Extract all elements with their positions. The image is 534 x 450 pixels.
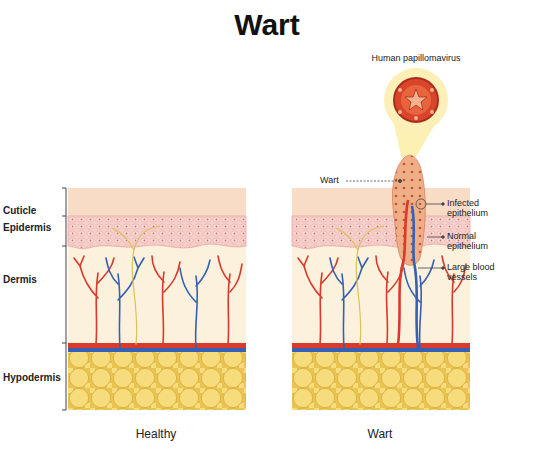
diagram-title: Wart bbox=[167, 8, 367, 43]
virus-label: Human papillomavirus bbox=[356, 53, 476, 63]
bracket bbox=[66, 188, 67, 410]
leader-lines bbox=[442, 236, 445, 239]
part-label: Infected epithelium bbox=[447, 198, 513, 219]
wart-growth bbox=[392, 155, 425, 265]
part-label: Wart bbox=[320, 175, 339, 185]
bracket bbox=[62, 246, 66, 247]
leader-lines bbox=[346, 181, 398, 182]
layer-label: Hypodermis bbox=[3, 372, 61, 384]
bracket bbox=[62, 343, 66, 344]
panel-label: Wart bbox=[320, 428, 440, 442]
leader-lines bbox=[426, 204, 443, 205]
virus-particle bbox=[398, 88, 402, 92]
virus-particle bbox=[405, 89, 427, 110]
bracket bbox=[62, 188, 66, 410]
wart-skin bbox=[292, 188, 470, 410]
leader-lines bbox=[418, 268, 443, 269]
bracket bbox=[62, 188, 66, 189]
virus-particle bbox=[398, 110, 402, 114]
bracket bbox=[62, 216, 66, 217]
part-label: Large blood vessels bbox=[447, 262, 513, 283]
virus-particle bbox=[384, 68, 448, 132]
leader-lines bbox=[442, 203, 445, 206]
virus-particle bbox=[394, 78, 438, 122]
leader-lines bbox=[416, 199, 426, 209]
panel-label: Healthy bbox=[96, 428, 216, 442]
wart-growth bbox=[398, 200, 408, 345]
virus-particle bbox=[384, 68, 448, 132]
leader-lines bbox=[442, 267, 445, 270]
wart-growth bbox=[412, 206, 418, 348]
layer-label: Cuticle bbox=[3, 205, 36, 217]
virus-particle bbox=[414, 116, 418, 120]
virus-particle bbox=[430, 110, 434, 114]
leader-lines bbox=[346, 179, 444, 269]
layer-label: Dermis bbox=[3, 274, 37, 286]
bracket bbox=[62, 410, 66, 411]
healthy-skin bbox=[68, 188, 246, 410]
virus-particle bbox=[430, 88, 434, 92]
leader-lines bbox=[427, 237, 443, 238]
wart-growth bbox=[392, 155, 425, 348]
leader-lines bbox=[398, 179, 401, 182]
part-label: Normal epithelium bbox=[447, 231, 513, 252]
virus-particle bbox=[401, 85, 431, 115]
layer-label: Epidermis bbox=[3, 222, 51, 234]
